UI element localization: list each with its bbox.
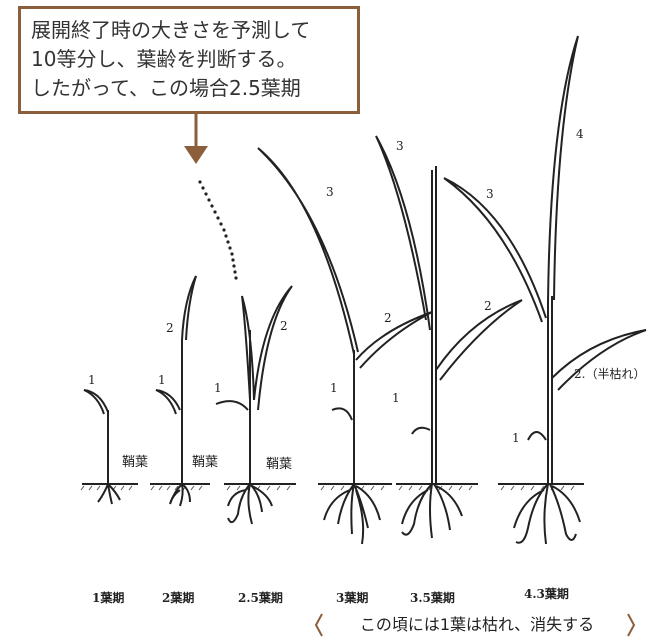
stage-4-3-leaf-4: 4 — [576, 127, 584, 141]
stage-3-5-leaf-1: 1 — [392, 391, 400, 405]
plant-stage-1 — [83, 389, 121, 505]
stage-label-3: 3葉期 — [336, 590, 368, 605]
stage-labels: 1葉期 2葉期 2.5葉期 3葉期 3.5葉期 4.3葉期 — [92, 586, 569, 605]
stage-label-1: 1葉期 — [92, 590, 124, 605]
stage-label-2: 2葉期 — [162, 590, 194, 605]
plant-stage-4-3 — [443, 35, 647, 545]
callout-line-3: したがって、この場合2.5葉期 — [31, 76, 301, 100]
sheath-labels: 鞘葉 鞘葉 鞘葉 — [122, 455, 292, 472]
callout-line-1: 展開終了時の大きさを予測して — [31, 18, 311, 42]
stage-3-5-leaf-2: 2 — [484, 299, 492, 313]
stage-2-sheath-label: 鞘葉 — [192, 455, 218, 470]
bottom-note: この頃には1葉は枯れ、消失する — [359, 615, 595, 634]
note-bracket — [314, 613, 636, 637]
stage-1-leaf-1: 1 — [88, 373, 96, 387]
stage-3-leaf-1: 1 — [330, 381, 338, 395]
stage-2-5-sheath-label: 鞘葉 — [266, 457, 292, 472]
stage-4-3-leaf-1: 1 — [512, 431, 520, 445]
callout-arrow — [184, 114, 208, 164]
stage-3-leaf-2: 2 — [384, 311, 392, 325]
plant-stage-2 — [155, 275, 197, 507]
stage-2-leaf-2: 2 — [166, 321, 174, 335]
stage-label-3-5: 3.5葉期 — [410, 590, 455, 605]
plant-stage-3-5 — [375, 135, 523, 539]
callout-box: 展開終了時の大きさを予測して 10等分し、葉齢を判断する。 したがって、この場合… — [18, 6, 360, 114]
leaf-labels: 1 1 2 1 2 1 2 3 1 2 3 1 2.（半枯れ） 3 4 — [88, 127, 645, 445]
stage-4-3-leaf-3: 3 — [486, 187, 494, 201]
stage-2-5-leaf-1: 1 — [214, 381, 222, 395]
stage-4-3-leaf-2-withered: 2.（半枯れ） — [574, 366, 645, 381]
stage-2-leaf-1: 1 — [158, 373, 166, 387]
stage-3-5-leaf-3: 3 — [396, 139, 404, 153]
stage-1-sheath-label: 鞘葉 — [122, 455, 148, 470]
stage-label-2-5: 2.5葉期 — [238, 590, 283, 605]
stage-3-leaf-3: 3 — [326, 185, 334, 199]
soil-hatching — [80, 485, 575, 491]
future-leaf-dots — [198, 180, 238, 280]
stage-label-4-3: 4.3葉期 — [524, 586, 569, 601]
callout-line-2: 10等分し、葉齢を判断する。 — [31, 47, 297, 71]
plant-stage-2-5 — [215, 285, 293, 525]
stage-2-5-leaf-2: 2 — [280, 319, 288, 333]
